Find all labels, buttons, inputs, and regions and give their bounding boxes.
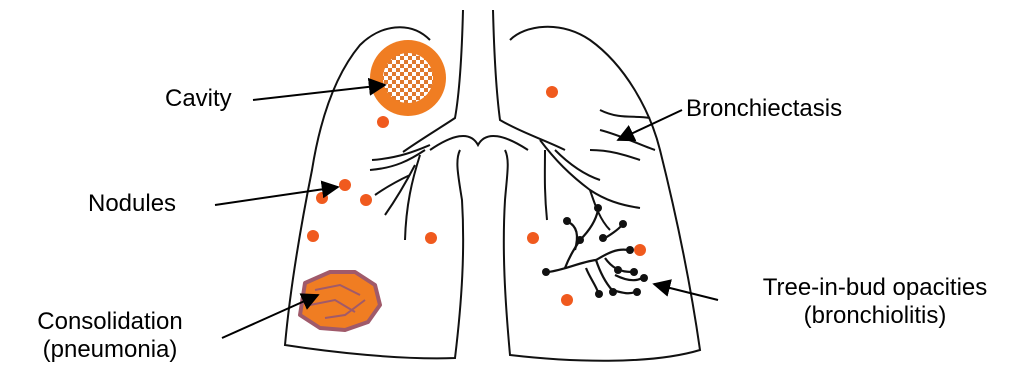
label-nodules: Nodules (88, 190, 176, 218)
nodule (561, 294, 573, 306)
nodule (634, 244, 646, 256)
trachea-right-wall (493, 10, 565, 150)
label-tree-in-bud: Tree-in-bud opacities (bronchiolitis) (725, 274, 1025, 330)
nodule (307, 230, 319, 242)
label-consolidation-line2: (pneumonia) (5, 336, 215, 364)
label-consolidation-line1: Consolidation (5, 308, 215, 336)
right-lung-outline (504, 27, 700, 361)
nodule (527, 232, 539, 244)
nodule (425, 232, 437, 244)
tib-arrow (654, 284, 718, 300)
cavity-lumen (383, 53, 433, 103)
consolidation-lesion (300, 272, 380, 330)
label-tib-line2: (bronchiolitis) (725, 302, 1025, 330)
nodule (377, 116, 389, 128)
label-consolidation: Consolidation (pneumonia) (5, 308, 215, 364)
nodule (546, 86, 558, 98)
label-bronchiectasis: Bronchiectasis (686, 95, 842, 123)
label-tib-line1: Tree-in-bud opacities (725, 274, 1025, 302)
carina (430, 136, 528, 150)
cavity-arrow (253, 85, 385, 100)
left-bronchi (370, 145, 430, 240)
nodule (316, 192, 328, 204)
nodule (339, 179, 351, 191)
bronchiectasis-arrow (618, 110, 682, 140)
label-cavity: Cavity (165, 85, 232, 113)
nodule (360, 194, 372, 206)
